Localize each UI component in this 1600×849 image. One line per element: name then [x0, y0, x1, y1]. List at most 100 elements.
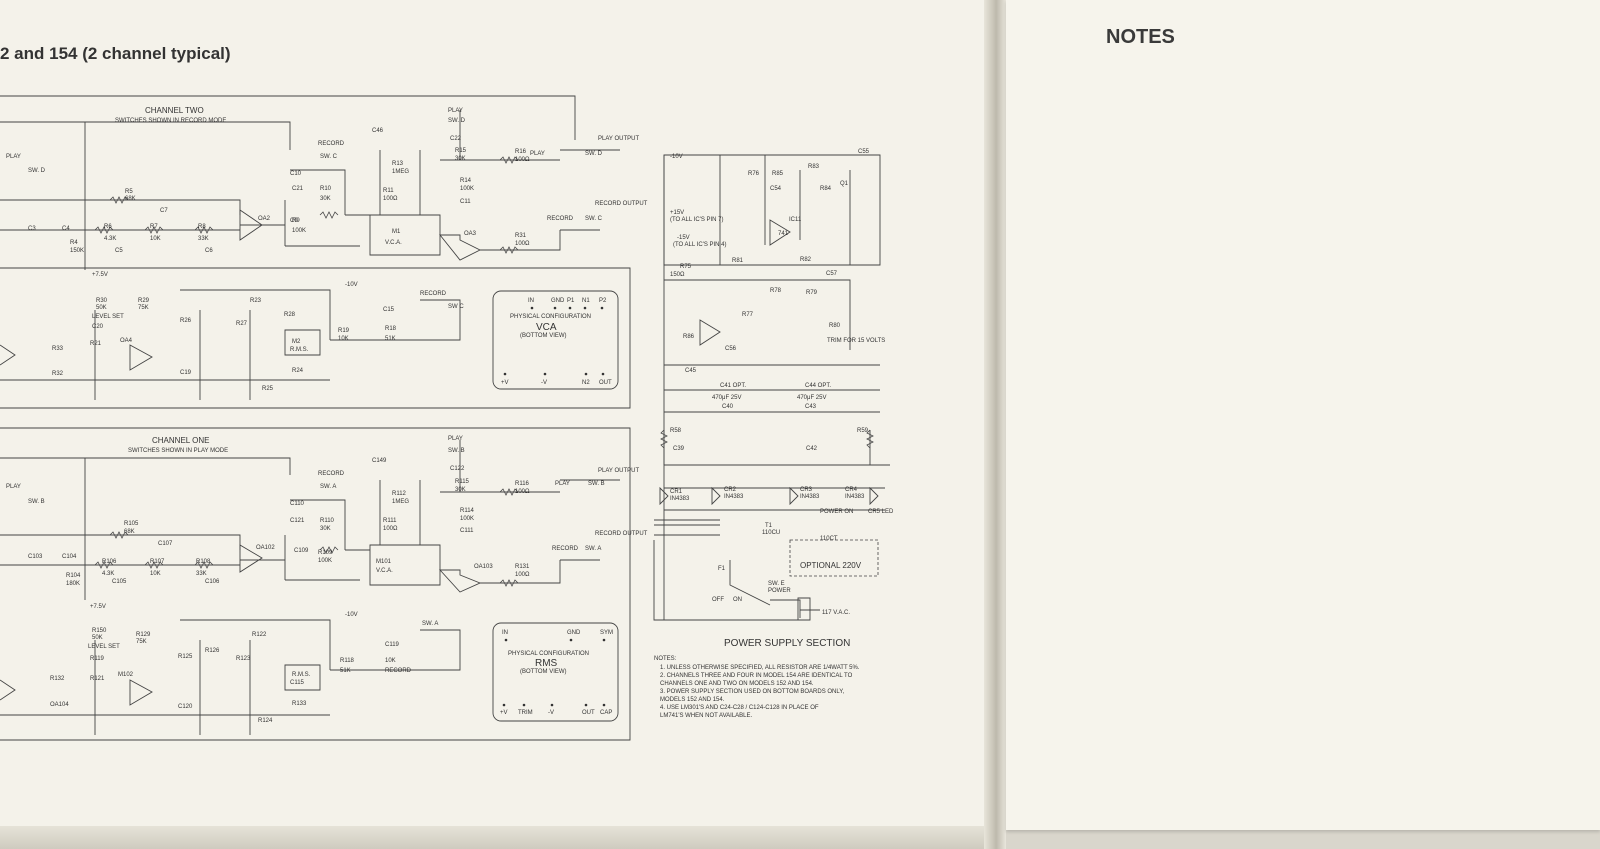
schematic-label: R81: [732, 258, 744, 264]
schematic-label: M2: [292, 339, 301, 345]
vca-configuration-box: IN GND P1 N1 P2 PHYSICAL CONFIGURATION V…: [492, 290, 619, 390]
schematic-notes: NOTES: 1. UNLESS OTHERWISE SPECIFIED, AL…: [654, 656, 860, 719]
schematic-label: C3: [28, 226, 36, 232]
schematic-label: PLAY: [6, 484, 21, 490]
schematic-label: PLAY: [448, 108, 463, 114]
schematic-label: R116: [515, 481, 530, 487]
schematic-label: R114: [460, 508, 475, 514]
channel-one-title: CHANNEL ONE: [152, 436, 210, 445]
right-page: [1006, 0, 1600, 830]
schematic-label: 10K: [150, 236, 161, 242]
schematic-label: 100Ω: [515, 489, 530, 495]
schematic-label: R132: [50, 676, 65, 682]
schematic-label: CHANNELS ONE AND TWO ON MODELS 152 AND 1…: [660, 681, 814, 687]
schematic-label: P2: [599, 298, 607, 304]
schematic-diagram: CHANNEL TWO SWITCHES SHOWN IN RECORD MOD…: [0, 95, 894, 741]
schematic-label: IN4383: [800, 494, 820, 500]
schematic-label: R78: [770, 288, 782, 294]
schematic-label: OA2: [258, 216, 271, 222]
schematic-label: C20: [92, 324, 104, 330]
schematic-label: SW. C: [320, 154, 338, 160]
schematic-label: 150Ω: [670, 272, 685, 278]
schematic-label: PLAY: [448, 436, 463, 442]
schematic-label: R76: [748, 171, 760, 177]
schematic-label: C56: [725, 346, 737, 352]
schematic-wiring: [0, 95, 890, 741]
schematic-label: SW. D: [28, 168, 46, 174]
schematic-label: R122: [252, 632, 267, 638]
schematic-label: C10: [290, 171, 302, 177]
power-supply-title: POWER SUPPLY SECTION: [724, 638, 850, 649]
schematic-label: R80: [829, 323, 841, 329]
schematic-label: Q1: [840, 181, 849, 187]
schematic-label: 100Ω: [515, 241, 530, 247]
schematic-label: PLAY OUTPUT: [598, 468, 639, 474]
schematic-label: SW. B: [28, 499, 45, 505]
schematic-label: C120: [178, 704, 193, 710]
schematic-label: C9: [290, 218, 298, 224]
schematic-label: IN: [528, 298, 534, 304]
schematic-label: R126: [205, 648, 220, 654]
schematic-label: R83: [808, 164, 820, 170]
schematic-label: C42: [806, 446, 818, 452]
schematic-label: MODELS 152 AND 154.: [660, 697, 725, 703]
schematic-label: GND: [551, 298, 565, 304]
schematic-label: R9: [292, 218, 300, 224]
schematic-label: C43: [805, 404, 817, 410]
schematic-label: 150K: [70, 248, 84, 254]
schematic-label: CR4: [845, 487, 858, 493]
schematic-label: C45: [685, 368, 697, 374]
schematic-label: R5: [125, 189, 133, 195]
schematic-label: R19: [338, 328, 350, 334]
schematic-label: M101: [376, 559, 392, 565]
schematic-label: R.M.S.: [290, 347, 309, 353]
schematic-label: 51K: [340, 668, 351, 674]
schematic-label: R107: [150, 559, 165, 565]
schematic-label: C109: [294, 548, 309, 554]
schematic-label: IC11: [789, 217, 802, 223]
schematic-label: +15V: [670, 210, 684, 216]
schematic-label: 100K: [292, 228, 306, 234]
schematic-label: RECORD: [420, 291, 447, 297]
schematic-label: 180K: [66, 581, 80, 587]
channel-two-subtitle: SWITCHES SHOWN IN RECORD MODE: [115, 118, 226, 124]
schematic-label: C105: [112, 579, 127, 585]
schematic-label: R13: [392, 161, 404, 167]
schematic-label: RECORD: [385, 668, 412, 674]
schematic-label: 4. USE LM301'S AND C24-C28 / C124-C128 I…: [660, 705, 819, 711]
channel-two-labels: CHANNEL TWO SWITCHES SHOWN IN RECORD MOD…: [6, 106, 648, 392]
schematic-label: OPTIONAL 220V: [800, 561, 862, 570]
schematic-label: PLAY: [555, 481, 570, 487]
schematic-label: R75: [680, 264, 692, 270]
schematic-label: OUT: [582, 710, 595, 716]
schematic-label: 10K: [385, 658, 396, 664]
schematic-label: R32: [52, 371, 64, 377]
schematic-label: 30K: [320, 196, 331, 202]
schematic-label: -10V: [345, 282, 358, 288]
schematic-label: 68K: [125, 196, 136, 202]
schematic-label: OA102: [256, 545, 275, 551]
schematic-label: C5: [115, 248, 123, 254]
book-gutter: [984, 0, 1006, 849]
schematic-label: R25: [262, 386, 274, 392]
schematic-label: M102: [118, 672, 134, 678]
schematic-label: N2: [582, 380, 590, 386]
schematic-label: R115: [455, 479, 470, 485]
schematic-label: -15V: [677, 235, 690, 241]
schematic-label: R111: [383, 518, 397, 524]
rms-configuration-box: IN GND SYM PHYSICAL CONFIGURATION RMS (B…: [492, 622, 619, 722]
schematic-label: C111: [460, 528, 474, 534]
schematic-label: OA103: [474, 564, 493, 570]
schematic-label: C110: [290, 501, 305, 507]
schematic-label: 50K: [96, 305, 107, 311]
schematic-label: 33K: [196, 571, 207, 577]
schematic-label: TRIM FOR 15 VOLTS: [827, 338, 885, 344]
schematic-label: N1: [582, 298, 590, 304]
schematic-label: 10K: [150, 571, 161, 577]
schematic-label: R124: [258, 718, 273, 724]
schematic-label: R131: [515, 564, 530, 570]
schematic-label: C119: [385, 642, 400, 648]
schematic-label: C57: [826, 271, 838, 277]
resistor-symbols: [94, 156, 874, 587]
schematic-label: +V: [501, 380, 509, 386]
